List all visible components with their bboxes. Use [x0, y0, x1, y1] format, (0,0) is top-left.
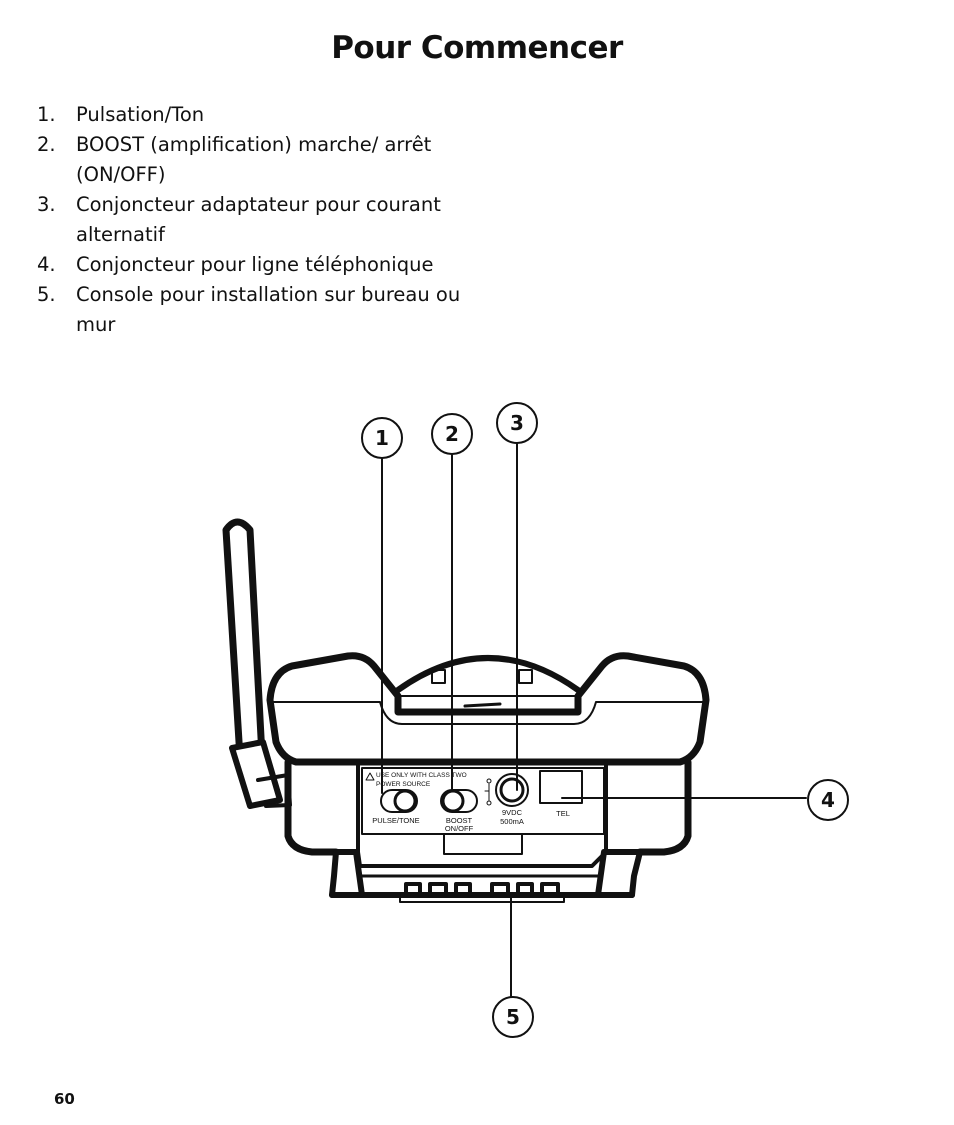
leader-lines [381, 443, 807, 998]
list-item-number: 3. [37, 193, 56, 216]
callout-circle-4 [807, 779, 849, 821]
device-labels: USE ONLY WITH CLASS TWO POWER SOURCE PUL… [372, 772, 570, 833]
list-item-number: 4. [37, 253, 56, 276]
list-item: 1. Pulsation/Ton [37, 100, 467, 130]
list-item-number: 2. [37, 133, 56, 156]
callout-number-4: 4 [821, 788, 835, 812]
power-label-line1: 9VDC [502, 808, 523, 817]
callout-number-1: 1 [375, 426, 389, 450]
callout-number-3: 3 [510, 411, 524, 435]
phone-top-housing [266, 652, 710, 766]
list-item-text: Conjoncteur adaptateur pour courant alte… [76, 193, 441, 246]
list-item: 4. Conjoncteur pour ligne téléphonique [37, 250, 467, 280]
warning-label-line1: USE ONLY WITH CLASS TWO [376, 772, 467, 779]
tel-label: TEL [556, 809, 570, 818]
list-item: 3. Conjoncteur adaptateur pour courant al… [37, 190, 467, 250]
warning-label-line2: POWER SOURCE [376, 781, 431, 788]
callout-circle-2 [431, 413, 473, 455]
page-number: 60 [54, 1090, 75, 1108]
callout-circle-3 [496, 402, 538, 444]
boost-label-line1: BOOST [446, 816, 473, 825]
page-title: Pour Commencer [331, 30, 623, 66]
power-label-line2: 500mA [500, 817, 524, 826]
pulse-tone-label: PULSE/TONE [372, 816, 419, 825]
phone-base [284, 758, 692, 903]
list-item-number: 5. [37, 283, 56, 306]
list-item-number: 1. [37, 103, 56, 126]
callout-number-5: 5 [506, 1005, 520, 1029]
list-item-text: Pulsation/Ton [76, 103, 205, 126]
list-item-text: Conjoncteur pour ligne téléphonique [76, 253, 434, 276]
list-item: 2. BOOST (amplification) marche/ arrêt (O… [37, 130, 467, 190]
callout-circle-1 [361, 417, 403, 459]
parts-list: 1. Pulsation/Ton 2. BOOST (amplification) … [37, 100, 467, 340]
boost-label-line2: ON/OFF [445, 824, 474, 833]
list-item-text: Console pour installation sur bureau ou … [76, 283, 461, 336]
list-item-text: BOOST (amplification) marche/ arrêt (ON/… [76, 133, 432, 186]
callout-number-2: 2 [445, 422, 459, 446]
callout-circle-5 [492, 996, 534, 1038]
antenna [222, 518, 292, 809]
list-item: 5. Console pour installation sur bureau o… [37, 280, 467, 340]
